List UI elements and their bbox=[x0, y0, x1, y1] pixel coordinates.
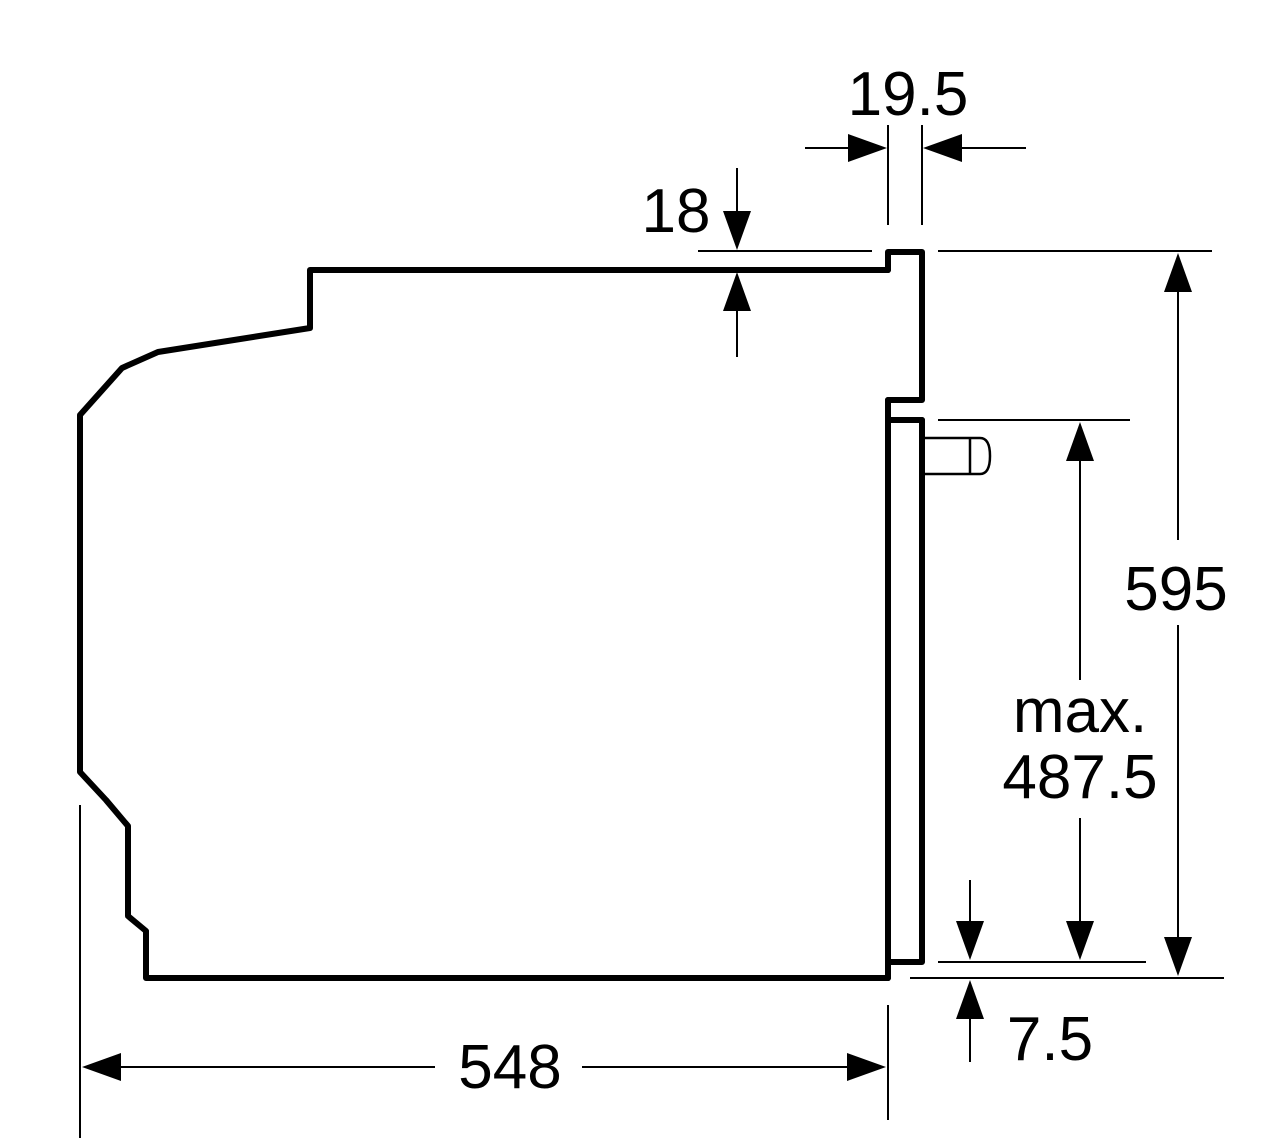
arrow-19-5-right bbox=[923, 134, 962, 162]
arrow-548-left bbox=[82, 1053, 121, 1081]
arrow-487-up bbox=[1066, 422, 1094, 461]
dim-label-595: 595 bbox=[1124, 555, 1227, 624]
arrow-595-up bbox=[1164, 253, 1192, 292]
arrow-7-5-down bbox=[956, 921, 984, 960]
arrow-548-right bbox=[847, 1053, 886, 1081]
oven-body-outline bbox=[77, 267, 891, 981]
arrow-19-5-left bbox=[848, 134, 887, 162]
arrow-18-down bbox=[723, 211, 751, 250]
arrow-595-down bbox=[1164, 937, 1192, 976]
arrow-7-5-up bbox=[956, 980, 984, 1019]
dim-label-548: 548 bbox=[458, 1033, 561, 1102]
dim-label-19-5: 19.5 bbox=[848, 60, 969, 129]
arrow-487-down bbox=[1066, 921, 1094, 960]
dim-label-max: max. bbox=[1013, 677, 1147, 746]
dim-label-487-5: 487.5 bbox=[1002, 743, 1157, 812]
dim-label-7-5: 7.5 bbox=[1007, 1005, 1093, 1074]
dim-label-18: 18 bbox=[642, 177, 711, 246]
door-handle bbox=[922, 436, 992, 476]
arrow-18-up bbox=[723, 272, 751, 311]
door-lower-panel bbox=[885, 417, 925, 981]
door-upper-panel bbox=[885, 249, 925, 403]
